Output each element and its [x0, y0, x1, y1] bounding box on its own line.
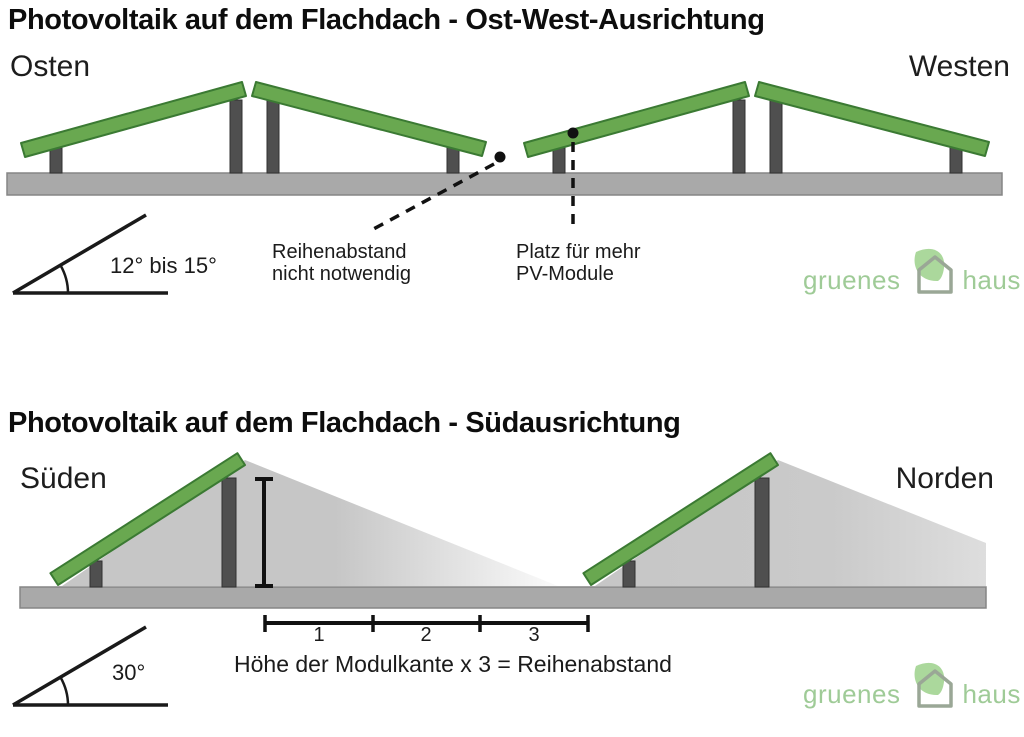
pv-panel-west: [251, 81, 487, 157]
support-post: [49, 147, 63, 174]
house-icon: [917, 669, 954, 708]
pv-panel-south: [49, 452, 246, 586]
support-post: [552, 147, 566, 174]
logo-icon: [915, 662, 954, 708]
row-distance-formula: Höhe der Modulkante x 3 = Reihenabstand: [234, 651, 672, 677]
west-label: Westen: [908, 50, 1010, 83]
logo-word-left: gruenes: [803, 265, 901, 295]
tilt-angle-label: 30°: [112, 660, 146, 685]
house-icon: [917, 255, 954, 294]
logo-icon: [915, 248, 954, 294]
annotation-line: nicht notwendig: [272, 263, 411, 285]
support-post: [221, 477, 237, 588]
support-post: [622, 560, 636, 588]
angle-hypotenuse-line: [12, 625, 147, 707]
south-title: Photovoltaik auf dem Flachdach - Südausr…: [8, 407, 681, 439]
support-post: [754, 477, 770, 588]
pv-panel-west: [754, 81, 990, 157]
row-spacing-annotation: Reihenabstand nicht notwendig: [272, 241, 411, 285]
logo-word-right: haus: [962, 679, 1021, 709]
support-post: [949, 146, 963, 174]
ruler-segment-label: 1: [313, 624, 325, 646]
shadow-triangle: [595, 460, 986, 586]
annotation-line: Platz für mehr: [516, 241, 641, 263]
shadow-triangle: [62, 460, 558, 586]
ruler-segment-label: 2: [420, 624, 432, 646]
tilt-angle-label: 12° bis 15°: [110, 253, 217, 278]
east-label: Osten: [10, 50, 91, 83]
pv-panel-south: [582, 452, 779, 586]
logo-word-right: haus: [962, 265, 1021, 295]
support-post: [89, 560, 103, 588]
angle-hypotenuse-line: [12, 213, 147, 295]
annotation-line: PV-Module: [516, 263, 614, 285]
roof-slab: [6, 172, 1003, 196]
ruler-segment-label: 3: [528, 624, 540, 646]
more-modules-annotation: Platz für mehr PV-Module: [516, 241, 640, 285]
south-diagram: [12, 452, 987, 707]
support-post: [229, 99, 243, 174]
pv-panel-east: [523, 81, 750, 158]
pv-panel-east: [20, 81, 247, 158]
annotation-line: Reihenabstand: [272, 241, 407, 263]
logo-word-left: gruenes: [803, 679, 901, 709]
roof-slab: [19, 586, 987, 609]
gruenes-haus-logo: gruenes haus: [803, 660, 1021, 709]
angle-arc: [59, 264, 70, 294]
angle-arc: [59, 676, 70, 706]
support-post: [266, 99, 280, 174]
leader-line-row-spacing: [367, 162, 495, 234]
support-post: [769, 99, 783, 174]
support-post: [446, 146, 460, 174]
gruenes-haus-logo: gruenes haus: [803, 246, 1021, 295]
support-post: [732, 99, 746, 174]
east-west-diagram: [6, 81, 1003, 295]
marker-dot: [494, 151, 506, 163]
north-label: Norden: [895, 462, 994, 495]
east-west-title: Photovoltaik auf dem Flachdach - Ost-Wes…: [8, 4, 765, 36]
marker-dot: [567, 127, 579, 139]
south-label: Süden: [20, 462, 107, 495]
